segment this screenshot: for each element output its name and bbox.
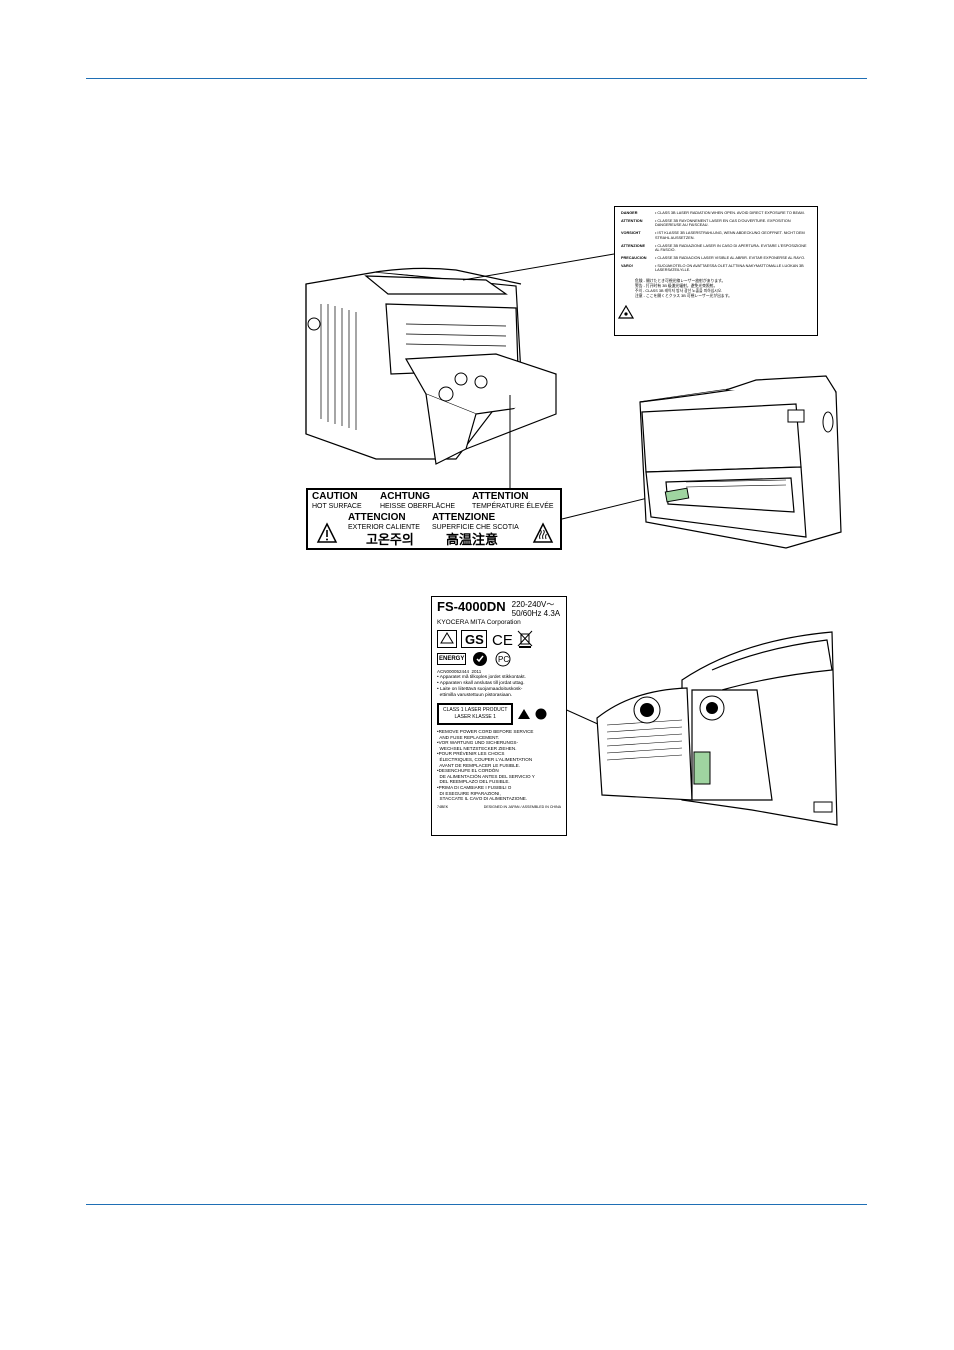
laser-row-heading: ATTENTION: [621, 218, 643, 223]
attenzione-text: ATTENZIONE: [432, 512, 496, 523]
energy-star-icon: ENERGY: [437, 653, 467, 665]
energy-star-label: ENERGY: [439, 656, 465, 662]
label-code: 74BEK: [437, 804, 449, 809]
laser-asian-row: 警告 - 打开时有 3B 级激光辐射，避免光束照射。: [635, 283, 718, 288]
weee-bin-icon: [517, 630, 533, 648]
laser-warning-label: DANGER • CLASS 3B LASER RADIATION WHEN OP…: [614, 206, 818, 336]
laser-row-text: • CLASSE 3B RADIAZIONE LASER IN CASO DI …: [655, 243, 807, 252]
laser-row-text: • CLASSE 3B RADIACION LASER VISIBLE AL A…: [655, 255, 806, 260]
rating-warning-line: •VOR WARTUNG UND SICHERUNGS-: [437, 740, 518, 746]
rating-warning-line: WECHSEL NETZSTECKER ZIEHEN.: [437, 745, 517, 751]
laser-row-text: • CLASS 3B LASER RADIATION WHEN OPEN. AV…: [655, 211, 805, 215]
laser-asian-row: 注意 - ここを開くとクラス 3B 可視レーザー光が出ます。: [635, 293, 732, 298]
laser-row-text: • SUOJAKOTELO ON AVATTAESSA OLET ALTTIIN…: [655, 263, 804, 273]
laser-row-heading: DANGER: [621, 211, 638, 215]
laser-label-rows: DANGER • CLASS 3B LASER RADIATION WHEN OP…: [621, 211, 811, 273]
rating-warnings: •REMOVE POWER CORD BEFORE SERVICE AND FU…: [437, 729, 561, 802]
ce-mark-icon: CE: [492, 632, 513, 648]
laser-asian-row: 주의 - CLASS 3B 레이저 방사 광선 노출을 피하십시오.: [635, 288, 723, 293]
rating-warning-line: STACCATE IL CAVO DI ALIMENTAZIONE.: [437, 796, 528, 802]
rating-warning-line: •POUR PRÉVENIR LES CHOCS: [437, 751, 505, 757]
laser-label-asian-rows: 危険 - 開けたとき可視光線レーザー放射があります。警告 - 打开时有 3B 级…: [621, 279, 811, 299]
laser-label-row: DANGER • CLASS 3B LASER RADIATION WHEN OP…: [621, 211, 811, 215]
rating-warning-line: •DESENCHUFE EL CORDÓN: [437, 768, 499, 774]
rating-warning-line: DE ALIMENTACIÓN ANTES DEL SERVICIO Y: [437, 773, 535, 779]
achtung-text: ACHTUNG: [380, 491, 430, 502]
rating-note-line: ettimilla varustettuun pistorasiaan.: [437, 693, 513, 698]
svg-text:GS: GS: [465, 632, 484, 647]
printer-rear-illustration: [305, 267, 557, 465]
laser-label-row: VARO! • SUOJAKOTELO ON AVATTAESSA OLET AL…: [621, 264, 811, 273]
rating-warning-line: •PRIMA DI CAMBIARE I FUSIBILI O: [437, 784, 512, 790]
rating-note-line: • Apparatet må tilkoples jordet stikkont…: [437, 675, 526, 680]
company-name: KYOCERA MITA Corporation: [437, 619, 521, 626]
approval-code: ACN000052444: [437, 669, 470, 674]
model-name: FS-4000DN: [437, 599, 506, 614]
superficie-text: SUPERFICIE CHE SCOTIA: [432, 524, 519, 531]
rating-warning-line: DEL REEMPLAZO DEL FUSIBLE.: [437, 779, 510, 785]
laser-row-heading: PRECAUCION: [621, 255, 647, 260]
laser-hazard-icon: [618, 305, 634, 319]
laser-label-row: ATTENZIONE • CLASSE 3B RADIAZIONE LASER I…: [621, 244, 811, 253]
voltage-text: 220-240V～: [511, 600, 555, 609]
hot-surface-text: HOT SURFACE: [312, 503, 362, 510]
exterior-text: EXTERIOR CALIENTE: [348, 524, 420, 531]
rating-warning-line: •REMOVE POWER CORD BEFORE SERVICE: [437, 729, 534, 734]
laser-row-text: • CLASSE 3B RAYONNEMENT LASER EN CAS D'O…: [655, 218, 791, 228]
rating-note-line: • Apparaten skall anslutas till jordat u…: [437, 681, 525, 686]
pct-mark-icon: PC: [495, 651, 511, 667]
printer-side-illustration: [596, 631, 838, 826]
laser-row-heading: ATTENZIONE: [621, 243, 645, 248]
ground-mark-icon: [535, 708, 547, 720]
rating-warning-line: AVANT DE REMPLACER LE FUSIBLE.: [437, 762, 520, 768]
shock-warning-icon: [518, 709, 531, 719]
gs-mark-icon: GS: [461, 630, 487, 648]
tuv-mark-icon: [437, 630, 457, 648]
approval-code-2: 2011: [471, 669, 482, 674]
laser-label-row: VORSICHT • IST KLASSE 3B LASERSTRAHLUNG, …: [621, 231, 811, 240]
laser-class-box: CLASS 1 LASER PRODUCT LASER KLASSE 1: [437, 703, 514, 725]
header-rule: [86, 78, 867, 79]
svg-text:CE: CE: [492, 632, 513, 648]
laser-row-heading: VORSICHT: [621, 231, 641, 236]
origin-text: DESIGNED IN JAPAN / ASSEMBLED IN CHINA: [483, 804, 561, 809]
c-tick-mark-icon: [473, 652, 488, 666]
heisse-text: HEISSE OBERFLÄCHE: [380, 503, 456, 510]
rating-warning-line: AND FUSE REPLACEMENT.: [437, 734, 500, 740]
attention-text: ATTENTION: [472, 491, 529, 502]
footer-rule: [86, 1204, 867, 1205]
laser-row-text: • IST KLASSE 3B LASERSTRAHLUNG, WENN ABD…: [655, 231, 805, 240]
hot-surface-icon: [532, 522, 554, 543]
rating-label: FS-4000DN 220-240V～ 50/60Hz 4.3A KYOCERA…: [431, 596, 567, 836]
rating-warning-line: DI ESEGUIRE RIPARAZIONI,: [437, 790, 501, 796]
caution-text: CAUTION: [312, 491, 358, 502]
caution-hot-surface-label: CAUTION HOT SURFACE ACHTUNG HEISSE OBERF…: [306, 488, 562, 550]
warning-triangle-icon: [316, 522, 338, 543]
korean-text: 고온주의: [366, 532, 414, 547]
japanese-text: 高温注意: [446, 532, 499, 547]
laser-label-row: ATTENTION • CLASSE 3B RAYONNEMENT LASER E…: [621, 219, 811, 228]
atencion-text: ATTENCION: [348, 512, 406, 523]
laser-asian-row: 危険 - 開けたとき可視光線レーザー放射があります。: [635, 278, 726, 283]
frequency-text: 50/60Hz 4.3A: [511, 609, 561, 618]
laser-class-line1: CLASS 1 LASER PRODUCT: [443, 707, 508, 713]
printer-front-illustration: [639, 375, 842, 549]
rating-note-line: • Laite on liitettävä suojamaadoituskosk…: [437, 687, 523, 692]
rating-warning-line: ÉLECTRIQUES, COUPER L'ALIMENTATION: [437, 756, 533, 762]
temperature-text: TEMPÉRATURE ÉLEVÉE: [472, 503, 554, 510]
laser-label-row: PRECAUCION • CLASSE 3B RADIACION LASER VI…: [621, 256, 811, 260]
svg-text:PC: PC: [498, 655, 509, 664]
laser-class-line2: LASER KLASSE 1: [454, 714, 496, 720]
rating-notes: • Apparatet må tilkoples jordet stikkont…: [437, 675, 561, 699]
laser-row-heading: VARO!: [621, 263, 633, 268]
